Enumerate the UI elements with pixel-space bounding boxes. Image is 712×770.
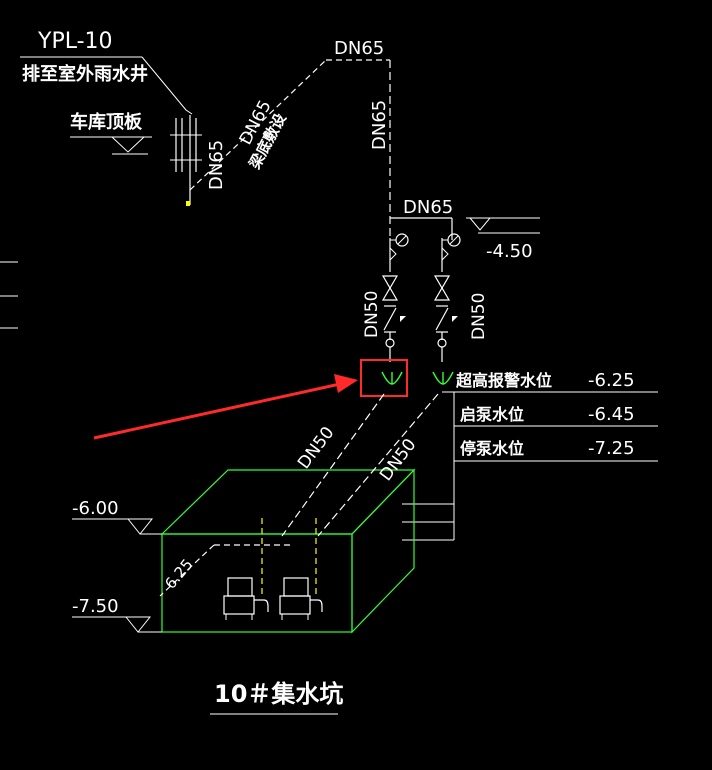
pit-side-face — [351, 468, 415, 634]
pit-caption-text: 10＃集水坑 — [214, 680, 343, 708]
right-pipe-fitting — [432, 371, 454, 385]
diag-pipe-right — [317, 393, 439, 537]
level-value-stop: -7.25 — [588, 438, 635, 459]
pit-inner-diag — [159, 544, 215, 597]
gate-valve-icon — [381, 275, 399, 301]
gauge-icon — [442, 233, 461, 247]
coupling-icon — [437, 332, 447, 362]
check-valve-icon — [383, 305, 406, 333]
level-label-stop: 停泵水位 — [460, 439, 524, 458]
top-pipe-dn: DN65 — [334, 38, 384, 59]
outlet-pipe-dn: DN65 — [206, 140, 227, 190]
edge-ticks — [0, 261, 18, 329]
header-level-triangle — [468, 217, 492, 231]
outlet-marker — [186, 201, 190, 206]
pit-levels: -6.00 -7.50 — [72, 498, 162, 633]
left-branch-dn: DN50 — [362, 291, 382, 338]
pit-caption: 10＃集水坑 — [210, 680, 343, 715]
roof-level-triangle — [110, 136, 146, 153]
highlight-box — [360, 359, 408, 397]
riser-pipe-dn: DN65 — [369, 100, 390, 150]
pump-icon — [223, 577, 269, 620]
level-value-start: -6.45 — [588, 404, 635, 425]
left-bend — [389, 247, 397, 261]
pit-bottom-level: -7.50 — [72, 596, 119, 617]
outlet-note: 排至室外雨水井 — [22, 63, 148, 85]
right-branch-dn: DN50 — [469, 293, 489, 340]
left-pipe-fitting — [381, 371, 403, 385]
diag-pipe-left — [281, 393, 385, 537]
right-branch: DN50 — [432, 233, 489, 385]
roof-label: 车库顶板 — [70, 111, 143, 133]
pump-icon — [279, 577, 323, 620]
pit-top-level: -6.00 — [72, 498, 119, 519]
water-level-table: 超高报警水位 -6.25 启泵水位 -6.45 停泵水位 -7.25 — [402, 370, 658, 541]
left-branch: DN50 — [360, 233, 409, 397]
gate-valve-icon — [433, 275, 451, 301]
sloped-pipe — [189, 59, 327, 191]
right-bend — [441, 247, 449, 261]
sump-pit — [160, 468, 416, 634]
pit-top-level-triangle — [126, 518, 154, 535]
header-pipe-dn: DN65 — [403, 197, 453, 218]
level-value-alarm: -6.25 — [588, 370, 635, 391]
outlet-code: YPL-10 — [37, 29, 113, 54]
arrow-icon — [93, 374, 358, 440]
level-label-alarm: 超高报警水位 — [455, 371, 552, 390]
outlet-leader — [141, 56, 193, 115]
level-label-start: 启泵水位 — [460, 405, 524, 424]
outlet-annotation: YPL-10 排至室外雨水井 车库顶板 DN65 — [20, 29, 227, 206]
gauge-icon — [390, 233, 409, 247]
header-level-value: -4.50 — [486, 241, 533, 262]
pit-bottom-level-triangle — [124, 616, 152, 633]
